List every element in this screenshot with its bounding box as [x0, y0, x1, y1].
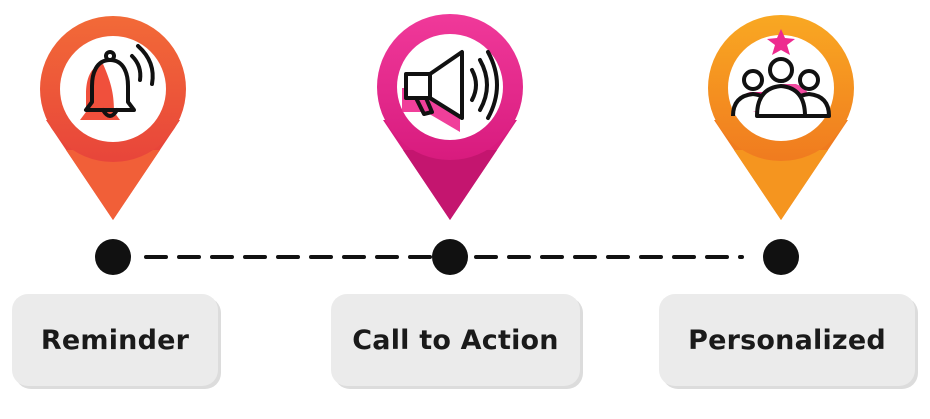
- timeline-dot-call-to-action: [432, 239, 468, 275]
- megaphone-icon: [402, 50, 499, 132]
- step-label-text: Reminder: [40, 324, 190, 356]
- step-label-text: Call to Action: [352, 324, 559, 356]
- timeline-dot-personalized: [763, 239, 799, 275]
- step-label-text: Personalized: [688, 324, 886, 356]
- step-label-reminder: Reminder: [12, 294, 218, 386]
- pin-reminder: [40, 16, 186, 220]
- timeline-dot-reminder: [95, 239, 131, 275]
- group-icon: [731, 29, 831, 118]
- star-icon: [767, 29, 795, 55]
- bell-icon: [80, 44, 155, 120]
- step-label-personalized: Personalized: [659, 294, 915, 386]
- step-label-call-to-action: Call to Action: [331, 294, 580, 386]
- pin-personalized: [708, 15, 854, 220]
- pin-call-to-action: [377, 14, 523, 220]
